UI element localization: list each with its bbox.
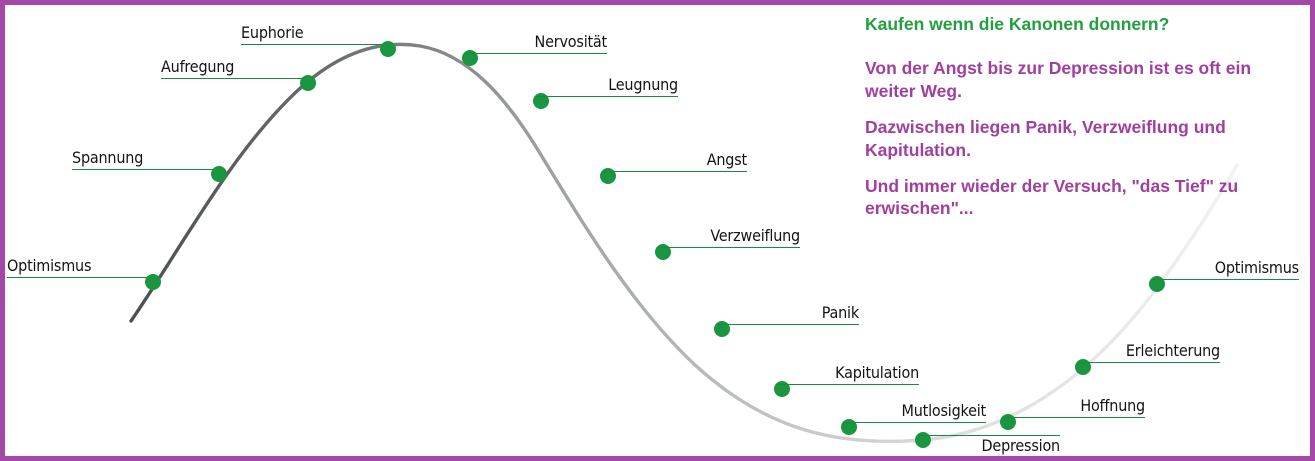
curve-point-dot [1075,359,1091,375]
curve-point-dot [714,321,730,337]
commentary-paragraph-3: Und immer wieder der Versuch, "das Tief"… [865,175,1239,219]
curve-point-dot [462,50,478,66]
sentiment-curve-path [129,42,1239,444]
curve-point-dot [774,381,790,397]
curve-dot-layer [145,41,1165,448]
curve-point-dot [300,75,316,91]
sentiment-curve-svg [129,41,1239,448]
curve-point-dot [211,166,227,182]
curve-point-dot [600,168,616,184]
curve-point-dot [841,419,857,435]
curve-point-dot [655,244,671,260]
curve-point-dot [533,93,549,109]
curve-point-dot [915,432,931,448]
curve-point-dot [380,41,396,57]
curve-point-dot [1000,414,1016,430]
commentary-textblock: Kaufen wenn die Kanonen donnern? Von der… [865,13,1295,234]
commentary-paragraph-1: Von der Angst bis zur Depression ist es … [865,58,1252,101]
curve-point-dot [145,274,161,290]
commentary-paragraph-2: Dazwischen liegen Panik, Verzweiflung un… [865,117,1226,160]
curve-point-dot [1149,276,1165,292]
commentary-headline: Kaufen wenn die Kanonen donnern? [865,14,1170,34]
